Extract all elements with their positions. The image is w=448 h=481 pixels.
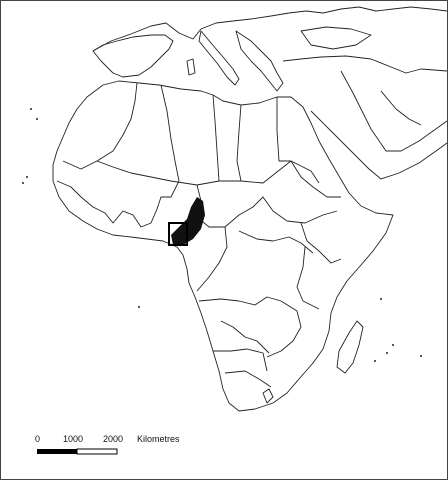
iberia	[92, 34, 174, 78]
middle-east	[340, 70, 448, 152]
borders-east	[290, 160, 342, 310]
scale-unit: Kilometres	[137, 434, 180, 444]
cameroon-highlight	[168, 197, 205, 246]
island	[262, 388, 274, 404]
scale-label-0: 0	[35, 434, 41, 444]
scale-label-1000: 1000	[63, 434, 84, 444]
europe-coast	[92, 6, 448, 52]
persian-gulf	[380, 90, 422, 126]
borders-west	[56, 180, 180, 228]
borders-south	[198, 296, 302, 388]
anatomy-coast	[282, 55, 448, 74]
scale-bar	[37, 448, 118, 455]
black-sea	[300, 26, 372, 50]
madagascar	[336, 320, 364, 374]
scale-label-2000: 2000	[103, 434, 124, 444]
borders-north	[96, 82, 291, 182]
balkans	[235, 30, 284, 92]
africa-outline	[52, 80, 394, 412]
borders-central	[196, 184, 338, 292]
italy	[198, 30, 240, 86]
arabian-peninsula	[310, 110, 448, 180]
sardinia	[186, 58, 196, 76]
borders-sahel	[62, 160, 320, 186]
